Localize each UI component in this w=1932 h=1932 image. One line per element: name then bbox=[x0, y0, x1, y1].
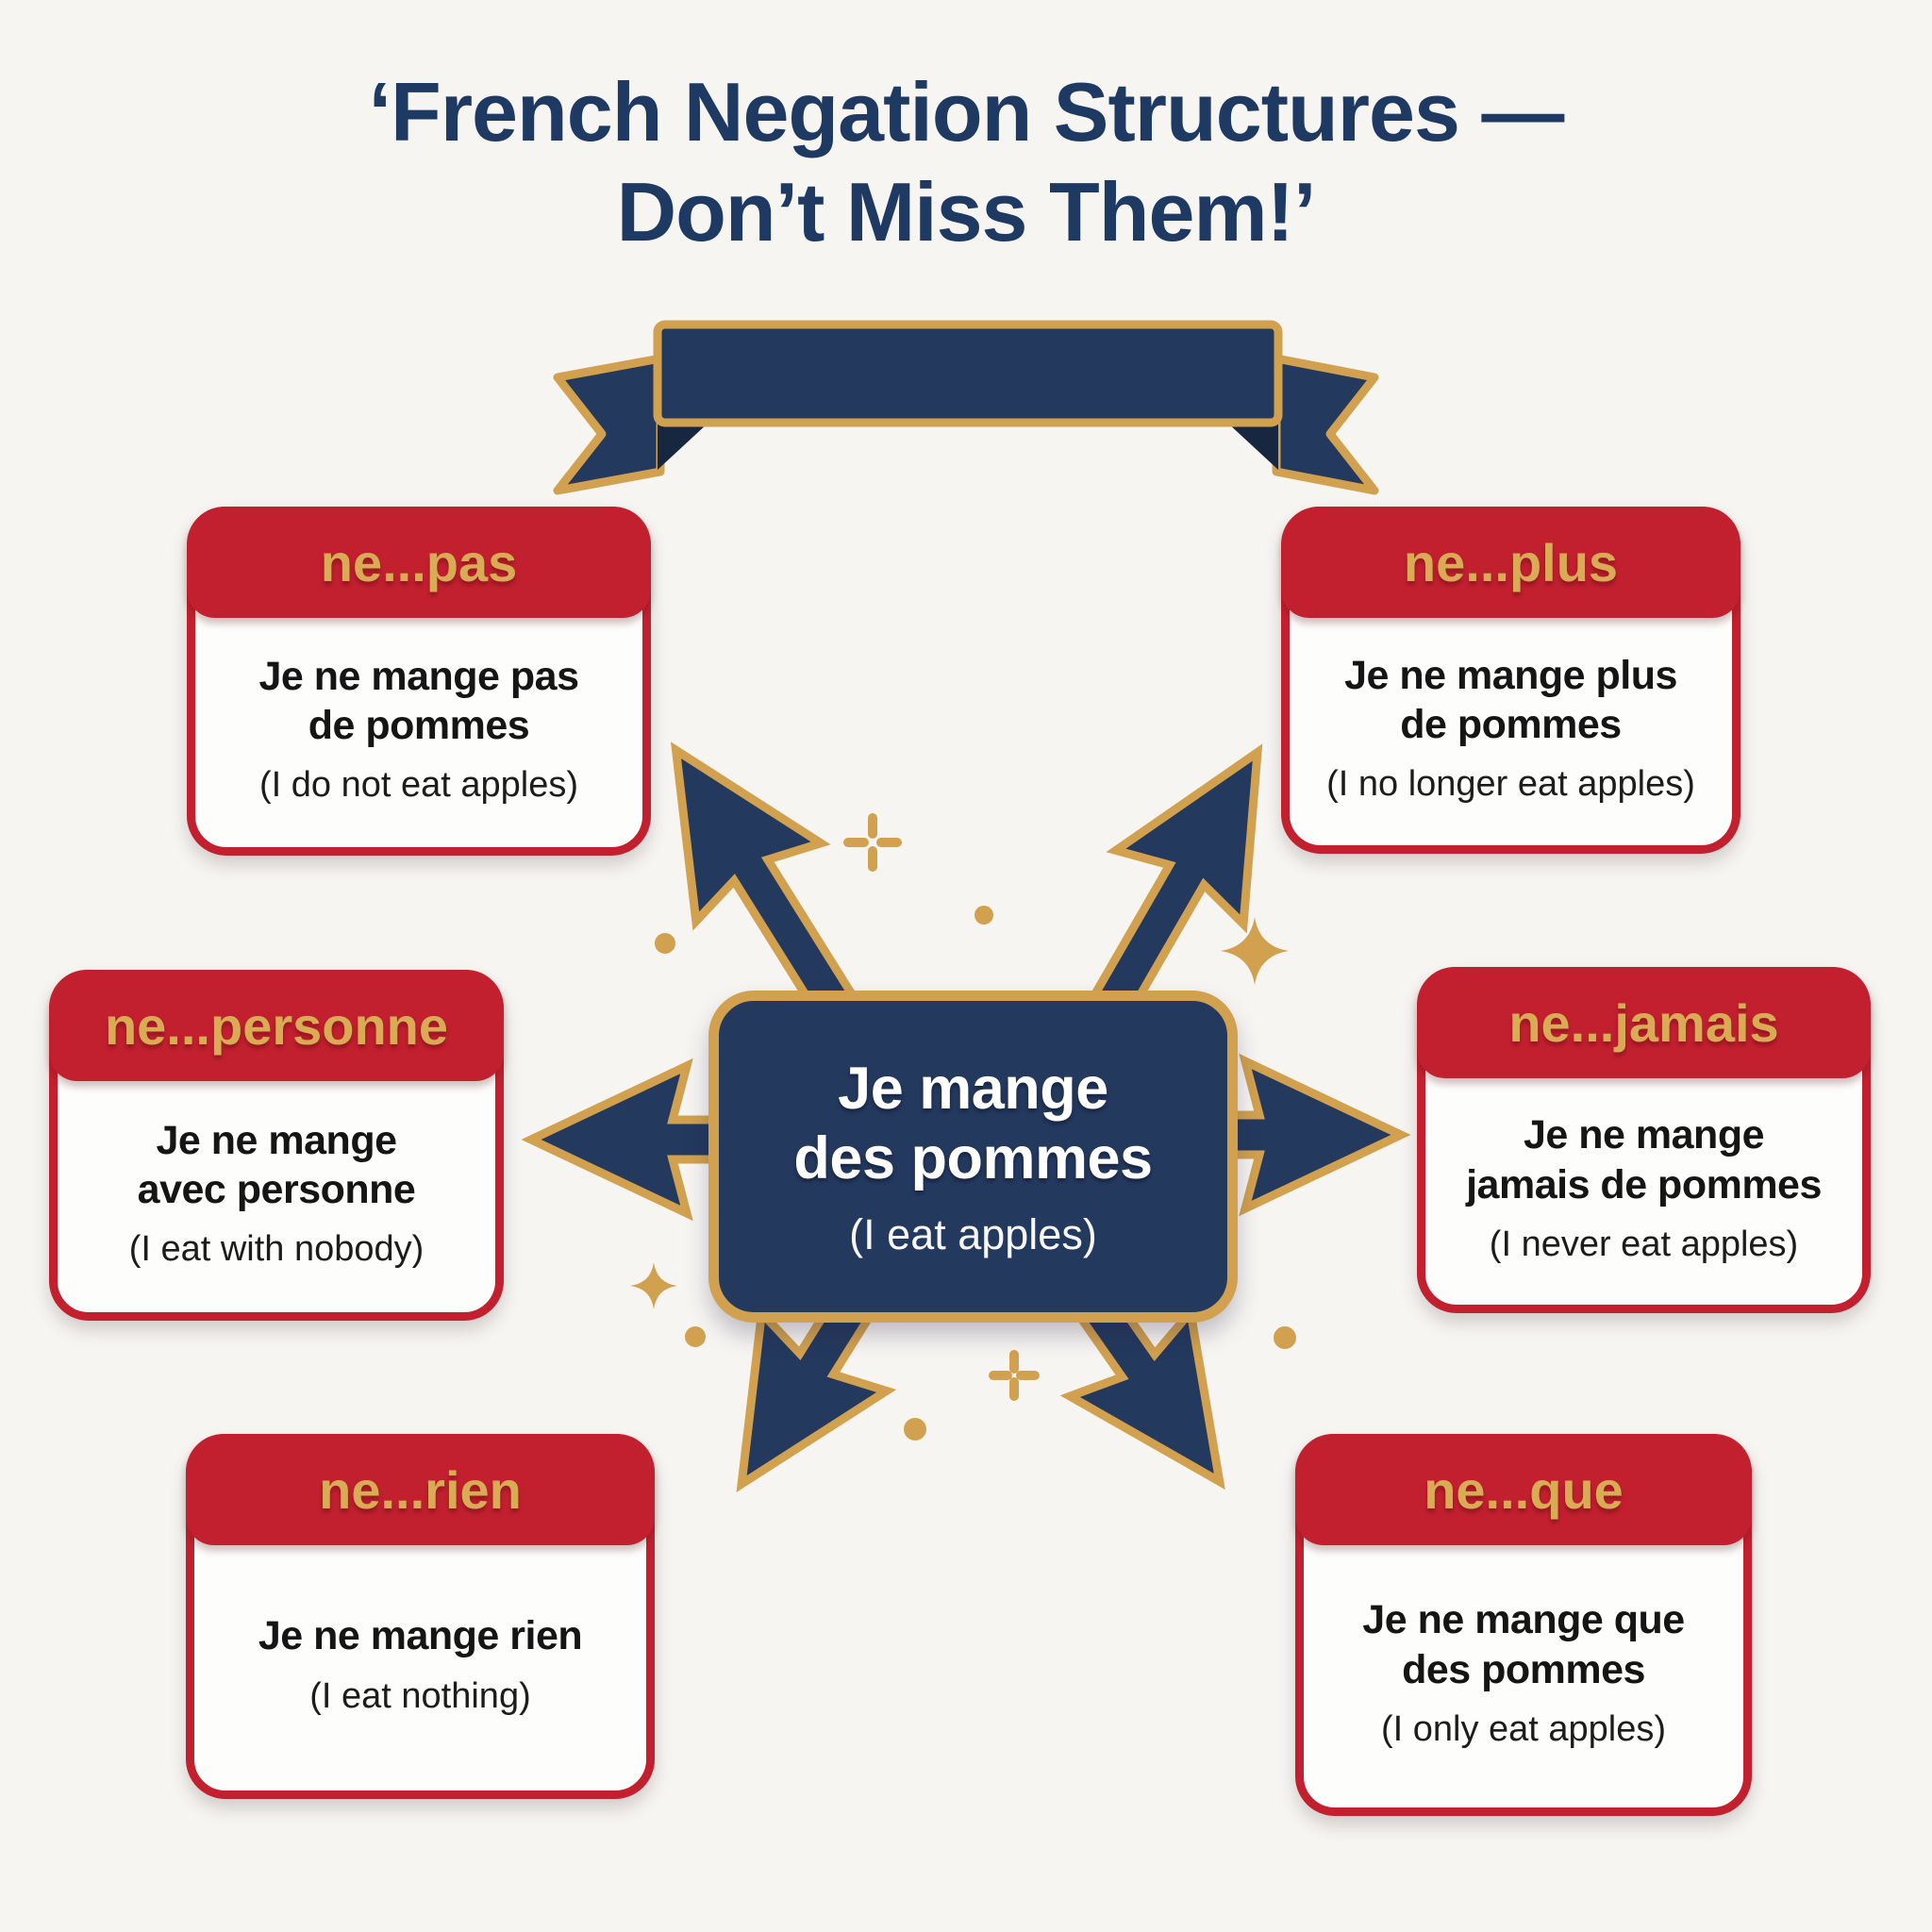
english-translation: (I do not eat apples) bbox=[259, 765, 578, 806]
card-label: ne...jamais bbox=[1508, 992, 1779, 1053]
card-header: ne...jamais bbox=[1417, 967, 1871, 1078]
sparkle-decorations bbox=[630, 813, 1296, 1441]
ribbon-fold-right bbox=[1227, 423, 1278, 470]
french-example: Je ne mange plus de pommes bbox=[1344, 651, 1677, 750]
english-translation: (I never eat apples) bbox=[1489, 1224, 1799, 1264]
ribbon-tail-right bbox=[1272, 354, 1379, 495]
french-line: Je ne mange pas bbox=[258, 653, 579, 699]
card-body: Je ne mange rien (I eat nothing) bbox=[194, 1545, 646, 1790]
english-translation: (I no longer eat apples) bbox=[1326, 764, 1695, 805]
french-line: avec personne bbox=[137, 1167, 416, 1212]
card-header: ne...plus bbox=[1281, 507, 1740, 618]
sparkle-star bbox=[1221, 917, 1289, 985]
french-line: Je ne mange bbox=[156, 1117, 397, 1163]
card-ne-rien: ne...rien Je ne mange rien (I eat nothin… bbox=[186, 1434, 655, 1799]
card-label: ne...que bbox=[1424, 1459, 1624, 1520]
card-ne-jamais: ne...jamais Je ne mange jamais de pommes… bbox=[1417, 967, 1871, 1313]
center-sentence-box: Je mange des pommes (I eat apples) bbox=[708, 991, 1238, 1323]
card-ne-pas: ne...pas Je ne mange pas de pommes (I do… bbox=[187, 507, 651, 856]
sparkle-star bbox=[630, 1262, 677, 1309]
center-french: Je mange des pommes bbox=[793, 1054, 1153, 1194]
card-header: ne...rien bbox=[186, 1434, 655, 1545]
english-translation: (I eat nothing) bbox=[309, 1675, 531, 1716]
card-header: ne...personne bbox=[49, 970, 504, 1081]
center-english: (I eat apples) bbox=[849, 1210, 1097, 1259]
card-label: ne...personne bbox=[104, 995, 449, 1056]
english-translation: (I only eat apples) bbox=[1380, 1708, 1667, 1749]
ribbon-fold-left bbox=[658, 423, 708, 470]
french-line: de pommes bbox=[1400, 702, 1622, 747]
card-label: ne...pas bbox=[320, 532, 518, 592]
card-body: Je ne mange avec personne (I eat with no… bbox=[58, 1081, 495, 1312]
card-header: ne...pas bbox=[187, 507, 651, 618]
french-example: Je ne mange rien bbox=[258, 1611, 583, 1660]
french-line: Je ne mange plus bbox=[1344, 652, 1677, 698]
center-french-line: Je mange bbox=[838, 1055, 1108, 1122]
card-body: Je ne mange pas de pommes (I do not eat … bbox=[195, 618, 642, 847]
radiating-arrows bbox=[521, 741, 1411, 1492]
sparkle-dot bbox=[974, 906, 993, 924]
french-line: des pommes bbox=[1402, 1646, 1645, 1692]
page-title: ‘French Negation Structures — Don’t Miss… bbox=[0, 62, 1932, 261]
page-title-line-1: ‘French Negation Structures — bbox=[368, 65, 1565, 158]
sparkle-dot bbox=[1274, 1326, 1296, 1349]
french-line: Je ne mange bbox=[1524, 1112, 1764, 1158]
sparkle-plus bbox=[989, 1350, 1040, 1401]
french-line: Je ne mange rien bbox=[258, 1613, 583, 1659]
card-ne-personne: ne...personne Je ne mange avec personne … bbox=[49, 970, 504, 1321]
card-label: ne...plus bbox=[1403, 532, 1619, 592]
french-line: jamais de pommes bbox=[1466, 1161, 1822, 1208]
card-header: ne...que bbox=[1295, 1434, 1752, 1545]
card-body: Je ne mange que des pommes (I only eat a… bbox=[1304, 1545, 1743, 1807]
sparkle-dot bbox=[655, 933, 675, 954]
card-ne-plus: ne...plus Je ne mange plus de pommes (I … bbox=[1281, 507, 1740, 854]
french-line: Je ne mange que bbox=[1362, 1597, 1685, 1643]
card-ne-que: ne...que Je ne mange que des pommes (I o… bbox=[1295, 1434, 1752, 1816]
sparkle-plus bbox=[843, 813, 902, 872]
french-example: Je ne mange jamais de pommes bbox=[1466, 1110, 1822, 1209]
sparkle-dot bbox=[904, 1418, 926, 1441]
banner-ribbon bbox=[553, 320, 1379, 495]
ribbon-body bbox=[653, 320, 1283, 427]
french-line: de pommes bbox=[308, 703, 530, 748]
center-french-line: des pommes bbox=[793, 1125, 1153, 1191]
card-body: Je ne mange plus de pommes (I no longer … bbox=[1290, 618, 1732, 845]
english-translation: (I eat with nobody) bbox=[128, 1229, 425, 1270]
french-example: Je ne mange pas de pommes bbox=[258, 652, 579, 751]
french-example: Je ne mange avec personne bbox=[138, 1116, 416, 1215]
sparkle-dot bbox=[685, 1326, 706, 1347]
page-title-line-2: Don’t Miss Them!’ bbox=[616, 164, 1317, 258]
french-example: Je ne mange que des pommes bbox=[1362, 1595, 1685, 1694]
card-label: ne...rien bbox=[319, 1459, 522, 1520]
card-body: Je ne mange jamais de pommes (I never ea… bbox=[1425, 1078, 1862, 1305]
ribbon-tail-left bbox=[553, 354, 665, 495]
